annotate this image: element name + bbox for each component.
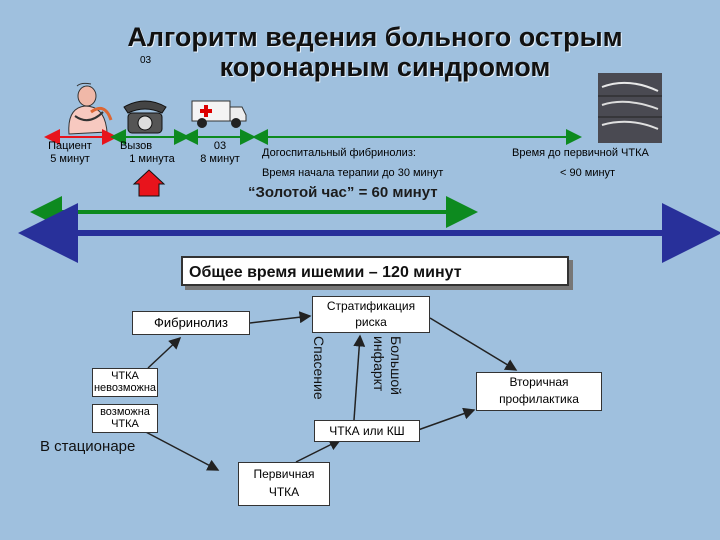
page-title: Алгоритм ведения больного острым коронар… (80, 22, 670, 82)
patient-time: 5 минут (50, 153, 90, 165)
pci-possible-to-primary-arrow (141, 429, 220, 471)
therapy-start-label: Время начала терапии до 30 минут (262, 167, 444, 179)
ems-label: 03 (213, 140, 227, 152)
risk-stratification-box: Стратификация риска (312, 296, 430, 333)
telephone-icon (123, 100, 167, 134)
fibrinolysis-to-risk-arrow (249, 311, 312, 324)
ems-stage: 03 8 минут (190, 140, 250, 166)
call-label: Вызов (120, 140, 153, 152)
call-stage: Вызов 1 минута (116, 140, 188, 166)
in-hospital-label: В стационаре (40, 438, 136, 455)
pci-possible-box: возможна ЧТКА (92, 404, 158, 433)
large-infarct-label: Большой инфаркт (371, 336, 404, 395)
primary-pci-box: Первичная ЧТКА (238, 462, 330, 506)
angiography-images-icon (598, 73, 662, 143)
patient-label: Пациент (48, 140, 92, 152)
fibrinolysis-box: Фибринолиз (132, 311, 250, 335)
patient-clutching-chest-icon (68, 82, 113, 135)
patient-stage: Пациент 5 минут (42, 140, 98, 166)
cabg-to-risk-arrow (353, 334, 366, 421)
call-time: 1 минута (129, 153, 175, 165)
prehospital-fibrinolysis-label: Догоспитальный фибринолиз: (262, 147, 416, 159)
rescue-label: Спасение (311, 336, 327, 400)
total-ischemia-box: Общее время ишемии – 120 минут (181, 256, 569, 286)
pci-impossible-box: ЧТКА невозможна (92, 368, 158, 397)
ems-time: 8 минут (200, 153, 240, 165)
pci-or-cabg-box: ЧТКА или КШ (314, 420, 420, 442)
title-line-1: Алгоритм ведения больного острым (127, 22, 623, 52)
pci-impossible-to-fibrinolysis-arrow (147, 336, 182, 369)
cabg-to-prevention-arrow (417, 407, 476, 431)
golden-hour-label: “Золотой час” = 60 минут (248, 184, 438, 201)
pci-limit-label: < 90 минут (560, 167, 616, 179)
title-line-2: коронарным синдромом (219, 52, 551, 82)
primary-to-cabg-arrow (295, 439, 342, 463)
ambulance-icon (191, 100, 247, 128)
risk-to-prevention-arrow (429, 317, 518, 371)
pci-time-label: Время до первичной ЧТКА (512, 147, 649, 159)
secondary-prevention-box: Вторичная профилактика (476, 372, 602, 411)
up-arrow-icon (132, 169, 166, 197)
title-03-tag: 03 (140, 55, 152, 66)
